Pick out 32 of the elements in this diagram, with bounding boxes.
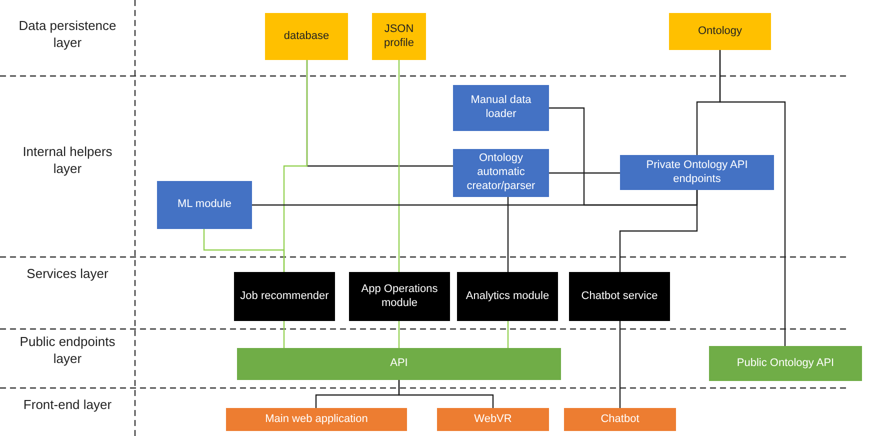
layer-label: Internal helpers layer	[22, 144, 114, 178]
storage-box: JSON profile	[372, 13, 426, 60]
layer-label: Public endpoints layer	[18, 334, 116, 368]
connector-line	[719, 50, 786, 346]
endpoint-box: API	[237, 348, 561, 380]
service-box: Chatbot service	[569, 272, 670, 321]
storage-box: Ontology	[669, 13, 771, 50]
helper-box: Private Ontology API endpoints	[620, 155, 774, 190]
connector-line	[507, 197, 509, 272]
helper-box: ML module	[157, 181, 252, 229]
layer-label: Services layer	[26, 266, 110, 283]
frontend-box: WebVR	[437, 408, 549, 431]
connector-line	[398, 321, 400, 348]
endpoint-box: Public Ontology API	[709, 346, 862, 381]
helper-box: Ontology automatic creator/parser	[453, 149, 549, 197]
connector-line	[619, 190, 698, 272]
frontend-box: Main web application	[226, 408, 407, 431]
connector-line	[398, 60, 400, 272]
layer-label: Data persistence layer	[18, 18, 118, 52]
helper-box: Manual data loader	[453, 85, 549, 131]
connector-line	[203, 229, 285, 272]
frontend-box: Chatbot	[564, 408, 676, 431]
service-box: App Operations module	[349, 272, 450, 321]
storage-box: database	[265, 13, 348, 60]
layer-label: Front-end layer	[22, 397, 113, 414]
service-box: Job recommender	[234, 272, 335, 321]
connector-line	[549, 172, 620, 174]
connector-line	[398, 380, 494, 408]
connector-line	[283, 321, 285, 348]
connector-line	[507, 321, 509, 348]
service-box: Analytics module	[457, 272, 558, 321]
connector-line	[619, 321, 621, 408]
